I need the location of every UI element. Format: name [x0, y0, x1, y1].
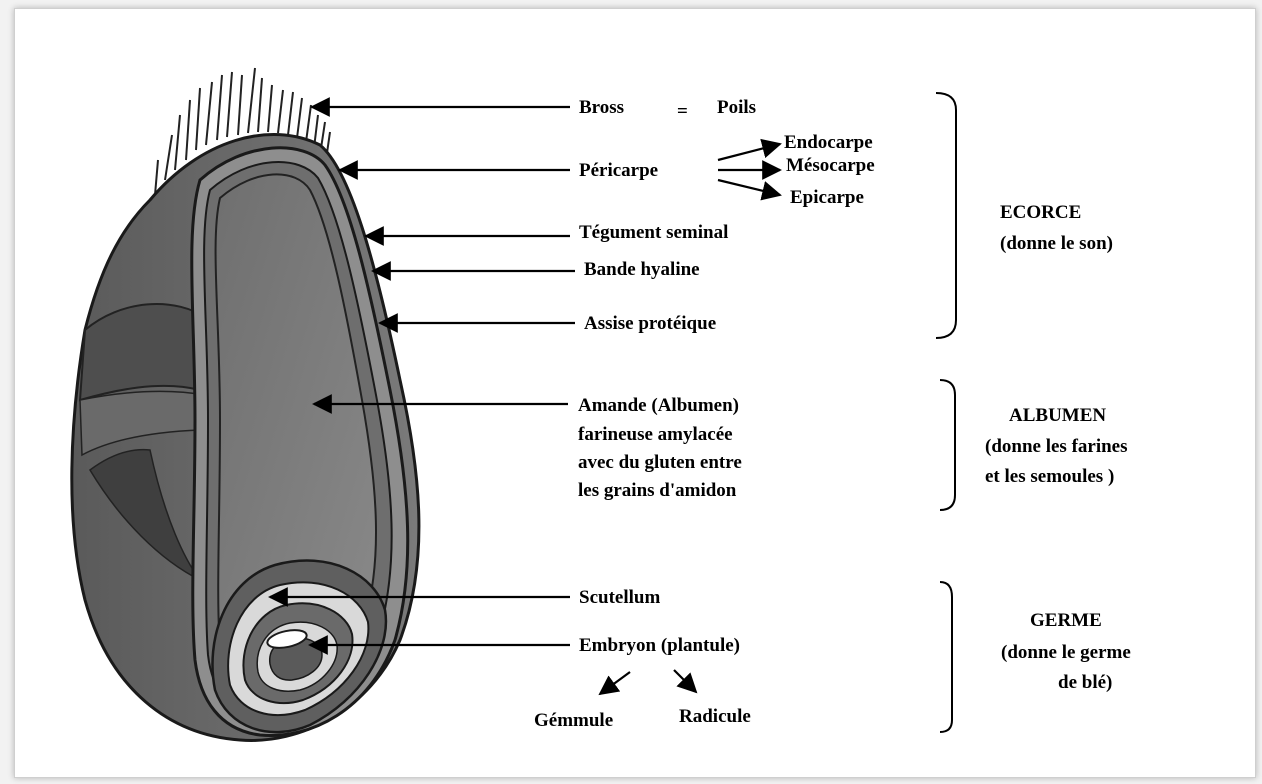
group-albumen-title: ALBUMEN — [1009, 405, 1106, 426]
label-amande-line4: les grains d'amidon — [578, 480, 737, 501]
bracket-ecorce — [936, 93, 956, 338]
arrow-radicule — [674, 670, 696, 692]
arrow-endocarpe — [718, 144, 780, 160]
label-endocarpe: Endocarpe — [784, 132, 873, 153]
labels: Bross = Poils Péricarpe Endocarpe Mésoca… — [534, 97, 1131, 731]
group-germe-subtitle-line2: de blé) — [1058, 672, 1112, 693]
arrow-gemmule — [600, 672, 630, 694]
group-ecorce-title: ECORCE — [1000, 202, 1081, 223]
brackets — [936, 93, 956, 732]
bracket-germe — [940, 582, 952, 732]
label-amande-line3: avec du gluten entre — [578, 452, 742, 473]
label-radicule: Radicule — [679, 706, 751, 727]
label-assise: Assise protéique — [584, 313, 716, 334]
label-pericarpe: Péricarpe — [579, 160, 658, 181]
label-amande-line1: Amande (Albumen) — [578, 395, 739, 416]
group-germe-subtitle-line1: (donne le germe — [1001, 642, 1131, 663]
label-equals: = — [677, 101, 688, 122]
arrow-epicarpe — [718, 180, 780, 195]
label-epicarpe: Epicarpe — [790, 187, 864, 208]
group-albumen-subtitle-line2: et les semoules ) — [985, 466, 1114, 487]
bracket-albumen — [940, 380, 955, 510]
group-ecorce-subtitle: (donne le son) — [1000, 233, 1113, 254]
label-gemmule: Gémmule — [534, 710, 613, 731]
label-mesocarpe: Mésocarpe — [786, 155, 875, 176]
label-bande: Bande hyaline — [584, 259, 700, 280]
group-germe-title: GERME — [1030, 610, 1102, 631]
label-amande-line2: farineuse amylacée — [578, 424, 733, 445]
label-embryon: Embryon (plantule) — [579, 635, 740, 656]
label-tegument: Tégument seminal — [579, 222, 728, 243]
label-bross: Bross — [579, 97, 624, 118]
label-scutellum: Scutellum — [579, 587, 660, 608]
group-albumen-subtitle-line1: (donne les farines — [985, 436, 1128, 457]
label-poils: Poils — [717, 97, 756, 118]
